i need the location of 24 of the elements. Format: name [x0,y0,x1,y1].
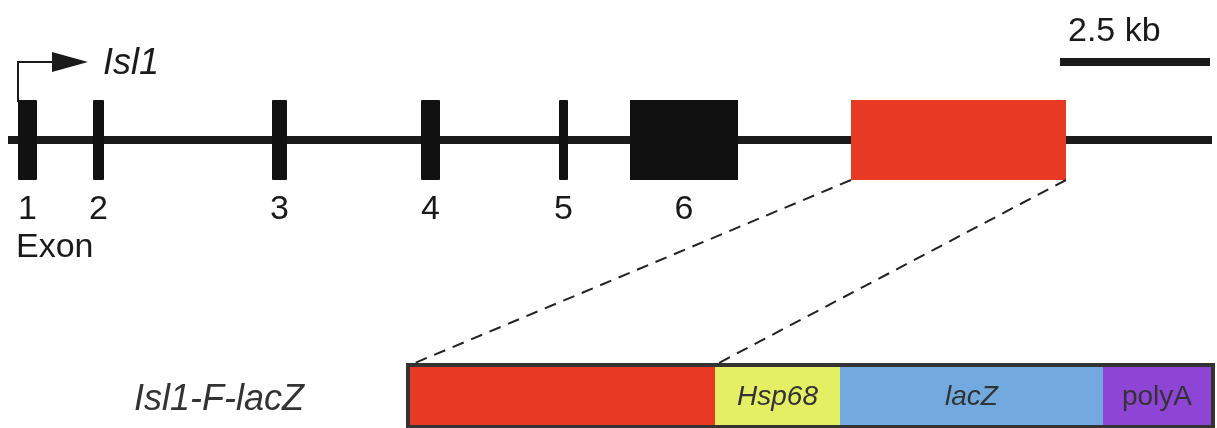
segment-label: lacZ [945,382,998,410]
exon-bar [272,100,287,180]
axis-caption: Exon [16,228,94,262]
gene-name: Isl1 [103,44,160,80]
exon-number: 2 [89,190,108,224]
exon-number: 6 [674,190,694,224]
construct-segment [410,367,715,425]
construct-name: Isl1-F-lacZ [134,380,304,416]
exon-bar [18,100,37,180]
insert-block [851,100,1066,180]
segment-label: Hsp68 [737,382,818,410]
scale-label: 2.5 kb [1068,12,1161,46]
exon-number: 3 [270,190,289,224]
exon-block [630,100,738,180]
exon-bar [93,100,104,180]
exon-number: 5 [554,190,573,224]
construct-segment [1103,367,1211,425]
construct-segment [715,367,840,425]
segment-label: polyA [1121,382,1192,410]
exon-bar [559,100,568,180]
exon-bar [421,100,440,180]
exon-number: 1 [18,190,37,224]
construct-segment [840,367,1103,425]
exon-number: 4 [421,190,440,224]
